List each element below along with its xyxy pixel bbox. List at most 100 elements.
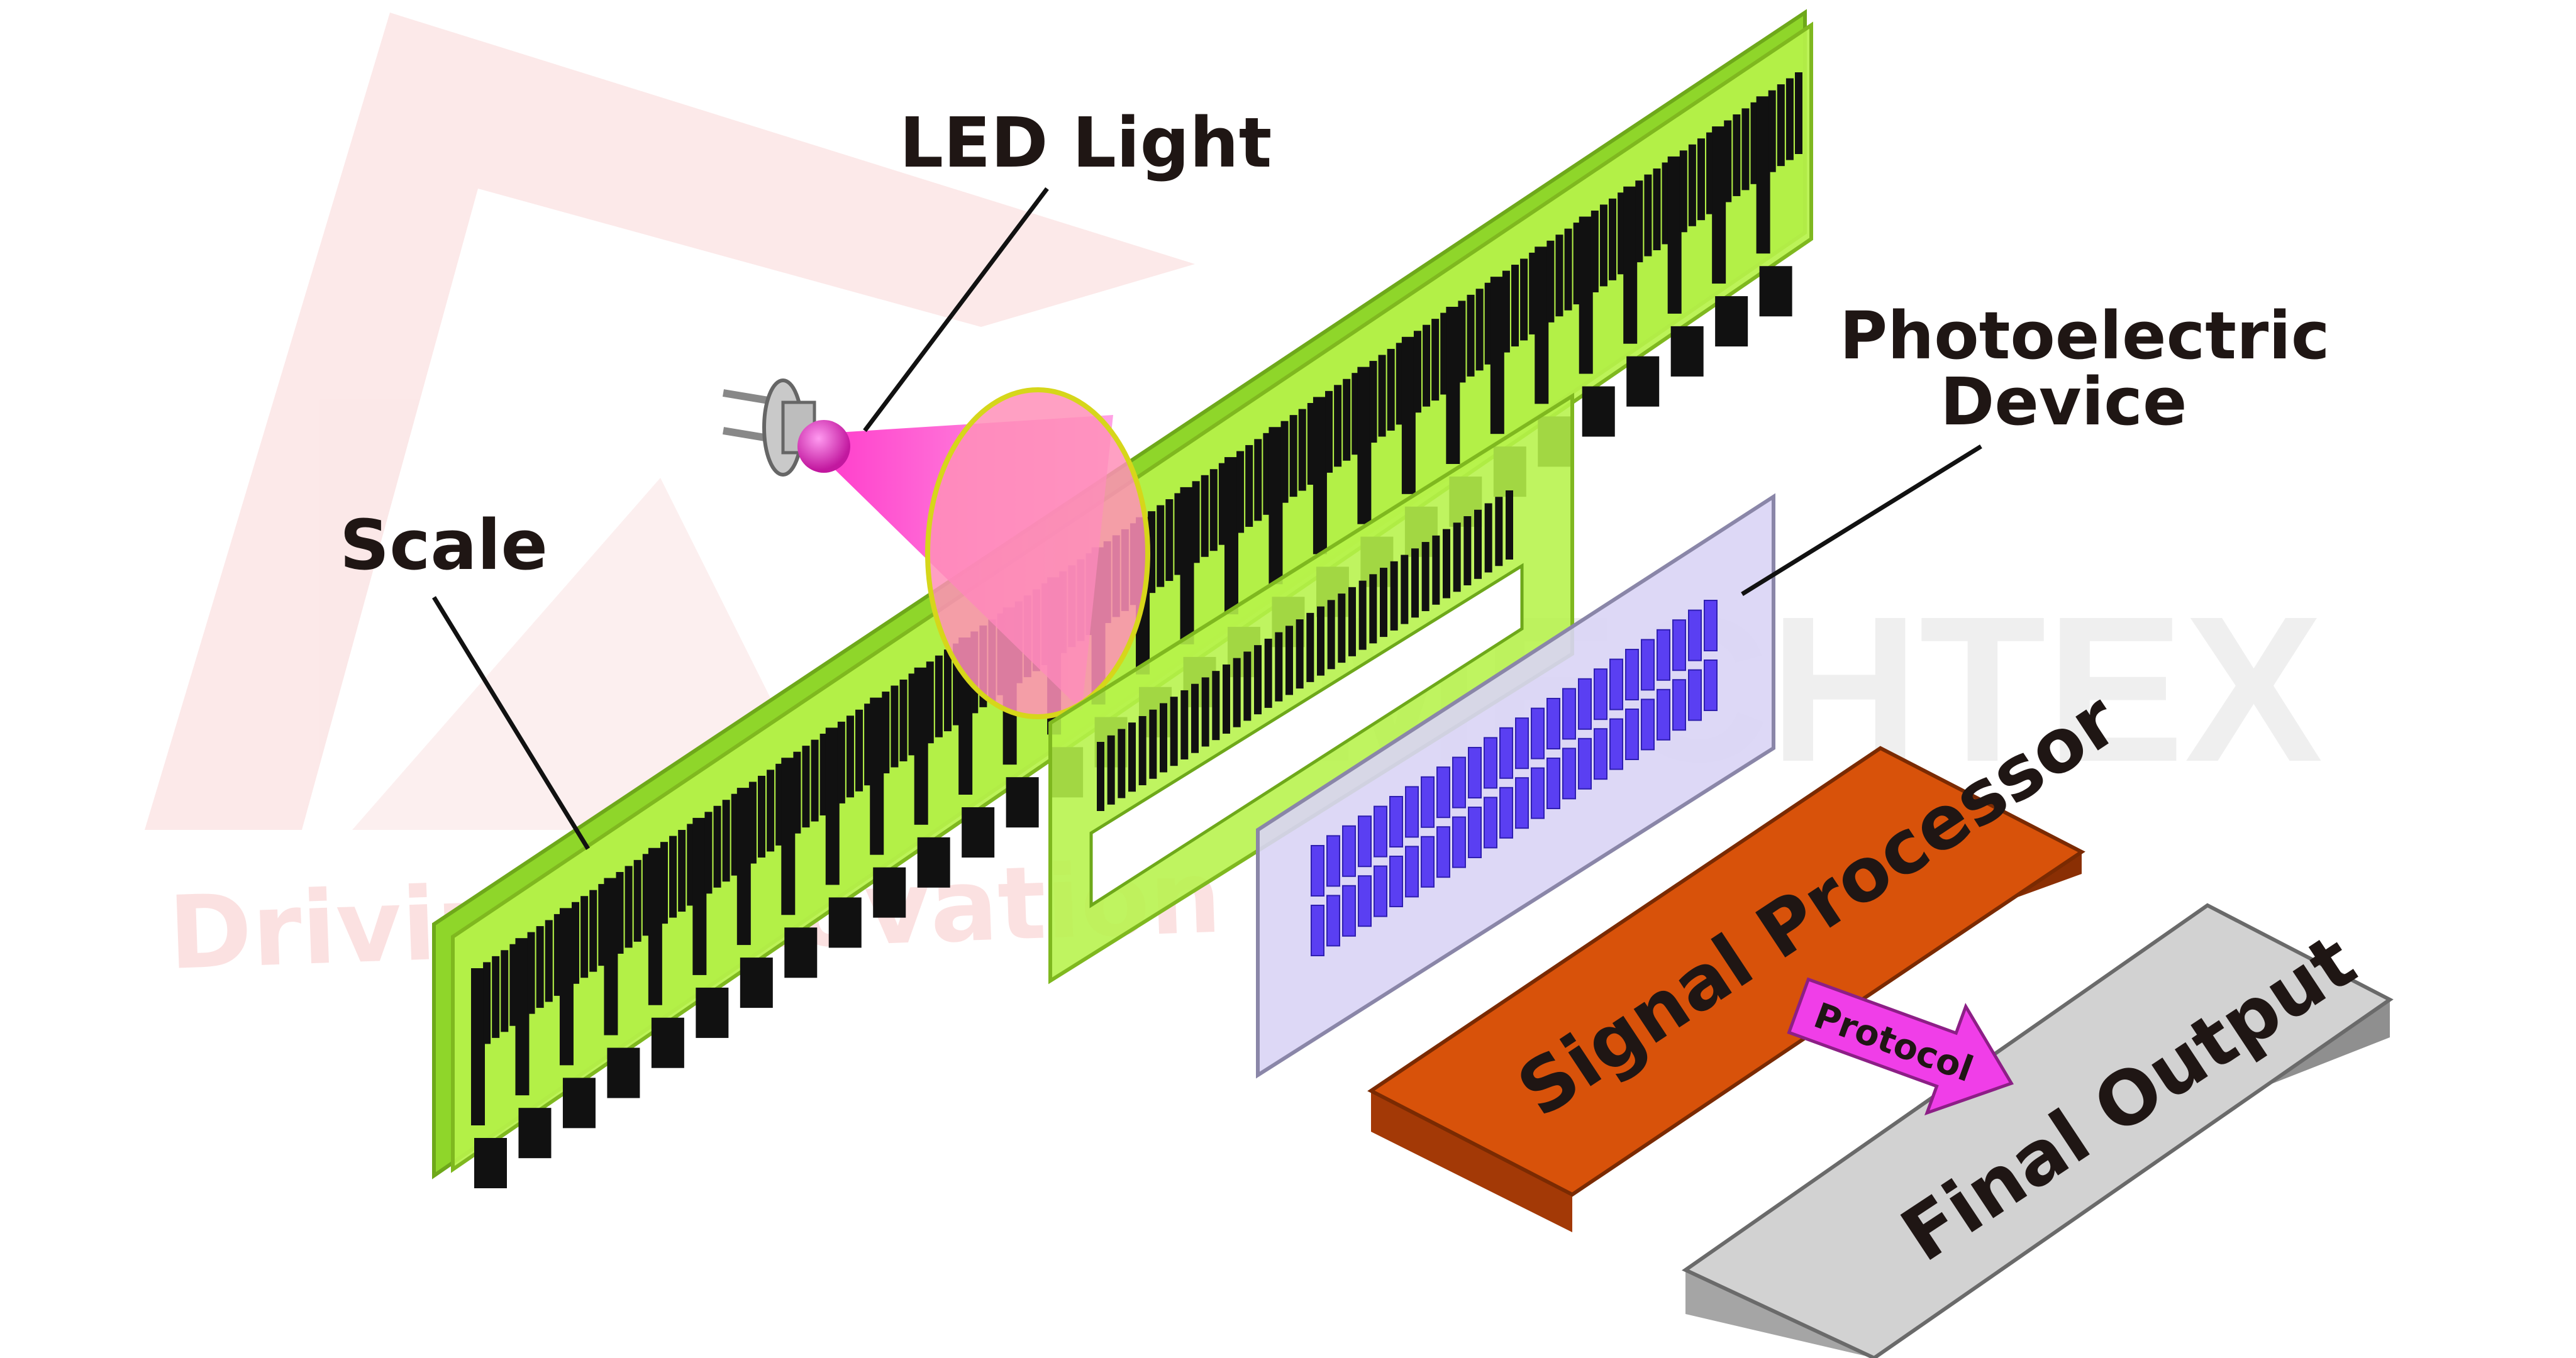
watermark-logo-shape [145, 13, 1195, 830]
scale-tick [1795, 72, 1802, 154]
led-bulb [797, 420, 850, 473]
scale-tick [1679, 150, 1687, 233]
scale-tick [825, 727, 840, 885]
scale-tick [1756, 96, 1770, 254]
scale-tick [882, 692, 890, 774]
scale-tick [509, 944, 518, 1026]
grating-tick [1338, 593, 1346, 663]
scale-tick [767, 770, 775, 852]
grating-tick [1097, 742, 1104, 811]
grating-tick [1474, 509, 1482, 579]
led-light-label: LED Light [899, 102, 1272, 183]
scale-tick [616, 871, 624, 954]
scale-tick [713, 805, 721, 888]
scale-code-block [1670, 326, 1704, 377]
grating-tick [1201, 677, 1209, 747]
detector-cell [1311, 905, 1324, 956]
scale-tick [775, 763, 784, 846]
scale-code-block [474, 1138, 507, 1188]
scale-tick [648, 847, 662, 1005]
scale-tick [553, 914, 562, 996]
scale-tick [935, 655, 943, 737]
scale-tick [1269, 427, 1283, 585]
detector-cell [1515, 777, 1529, 829]
scale-code-block [784, 927, 818, 978]
grating-tick [1296, 619, 1304, 689]
scale-tick [1446, 306, 1460, 464]
scale-tick [1653, 168, 1661, 251]
scale-tick [1750, 102, 1758, 184]
scale-code-block [518, 1108, 552, 1159]
scale-tick [692, 817, 707, 975]
grating-tick [1380, 568, 1387, 638]
detector-cell [1421, 776, 1435, 828]
scale-tick [1555, 235, 1563, 317]
photoelectric-label-line2: Device [1940, 363, 2187, 440]
scale-tick [1475, 289, 1484, 371]
scale-tick [1431, 319, 1440, 401]
scale-tick [855, 709, 863, 792]
scale-tick [678, 830, 686, 912]
scale-tick [1236, 451, 1245, 533]
scale-tick [1307, 403, 1315, 485]
grating-tick [1411, 548, 1419, 618]
detector-cell [1484, 737, 1497, 789]
grating-ticks [1097, 490, 1513, 811]
scale-tick [1724, 120, 1732, 202]
scale-tick [864, 704, 872, 786]
led-light [723, 378, 1150, 719]
detector-cell [1515, 717, 1529, 770]
detector-cell [1436, 826, 1450, 878]
scale-tick [781, 758, 796, 915]
scale-tick [1502, 270, 1510, 353]
grating-tick [1327, 600, 1335, 670]
scale-code-block [917, 837, 950, 888]
scale-tick [669, 836, 677, 918]
scale-tick [1263, 433, 1271, 515]
scale-tick [559, 908, 574, 1066]
scale-tick [943, 649, 952, 732]
detector-cell [1358, 815, 1372, 868]
scale-tick [572, 902, 580, 984]
grating-tick [1118, 729, 1126, 798]
scale-tick [1733, 114, 1741, 196]
scale-tick [604, 878, 618, 1035]
scale-tick [527, 932, 535, 1014]
grating-tick [1317, 606, 1324, 676]
detector-cell [1546, 758, 1560, 809]
index-grating [1048, 392, 1574, 985]
detector-cell [1389, 856, 1403, 907]
photoelectric-device [1256, 493, 1775, 1079]
detector-cell [1452, 816, 1466, 868]
scale-tick [1401, 336, 1416, 494]
grating-tick [1160, 703, 1167, 773]
detector-cell [1704, 600, 1718, 651]
scale-tick [1357, 367, 1372, 524]
scale-code-block [1759, 266, 1792, 317]
detector-cell [1374, 865, 1387, 917]
scale-tick [1325, 390, 1333, 473]
detector-cell [1499, 787, 1513, 839]
scale-tick [1458, 301, 1466, 383]
scale-tick [660, 842, 668, 924]
grating-tick [1421, 542, 1430, 612]
scale-tick [926, 661, 934, 744]
signal-processor-bottom [1371, 1091, 1572, 1232]
scale-tick [1467, 294, 1475, 377]
scale-code-block [740, 958, 773, 1008]
scale-tick [1623, 186, 1638, 344]
detector-cell [1389, 796, 1403, 847]
scale-code-block [873, 867, 906, 918]
scale-tick [899, 679, 908, 761]
scale-tick [1511, 265, 1519, 347]
scale-tick [722, 800, 730, 882]
scale-tick [483, 962, 491, 1044]
grating-tick [1233, 658, 1241, 727]
detector-cell [1594, 668, 1607, 720]
grating-tick [1170, 697, 1178, 766]
scale-tick [1343, 378, 1351, 461]
scale-tick [1618, 192, 1626, 275]
scale-code-block [1626, 356, 1660, 407]
scale-code-block [651, 1017, 684, 1068]
grating-tick [1443, 529, 1450, 599]
